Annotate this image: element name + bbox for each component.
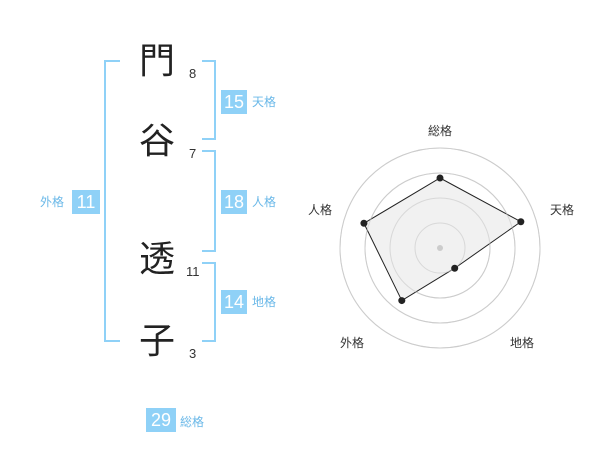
tenkaku-bracket: [202, 60, 216, 140]
jinkaku-bracket: [202, 150, 216, 252]
radar-label-tenkaku: 天格: [550, 203, 575, 217]
name-char-3: 透: [138, 239, 175, 280]
radar-point-3: [398, 297, 406, 305]
gaikaku-score: 11: [72, 190, 100, 214]
stroke-count-1: 8: [189, 66, 197, 81]
radar-point-4: [360, 219, 368, 227]
radar-label-jinkaku: 人格: [308, 203, 333, 217]
tenkaku-label: 天格: [252, 95, 277, 109]
radar-ring-overlay-3: [364, 172, 516, 324]
gaikaku-bracket: [104, 60, 120, 342]
stroke-count-3: 11: [186, 264, 200, 279]
name-char-1: 門: [138, 41, 175, 82]
soukaku-score: 29: [146, 408, 176, 432]
name-char-2: 谷: [138, 121, 175, 162]
chikaku-score: 14: [221, 290, 247, 314]
radar-polygon: [363, 177, 522, 302]
name-char-4: 子: [138, 321, 175, 362]
chikaku-label: 地格: [252, 295, 277, 309]
stroke-count-2: 7: [189, 146, 197, 161]
radar-ring-overlay-4: [339, 147, 541, 349]
soukaku-label: 総格: [180, 415, 205, 429]
radar-center-dot: [437, 245, 443, 251]
radar-ring-overlay-2: [389, 197, 491, 299]
tenkaku-score: 15: [221, 90, 247, 114]
radar-ring-overlay-1: [414, 222, 466, 274]
chikaku-bracket: [202, 262, 216, 342]
jinkaku-score: 18: [221, 190, 247, 214]
radar-point-0: [436, 174, 444, 182]
radar-point-2: [451, 264, 459, 272]
radar-chart: 総格 天格 地格 外格 人格: [308, 110, 574, 370]
radar-label-soukaku: 総格: [428, 124, 453, 138]
radar-label-chikaku: 地格: [510, 336, 535, 350]
radar-point-1: [517, 218, 525, 226]
radar-svg: [339, 147, 541, 349]
jinkaku-label: 人格: [252, 195, 277, 209]
gaikaku-label: 外格: [40, 195, 65, 209]
radar-label-gaikaku: 外格: [340, 336, 365, 350]
stroke-count-4: 3: [189, 346, 197, 361]
